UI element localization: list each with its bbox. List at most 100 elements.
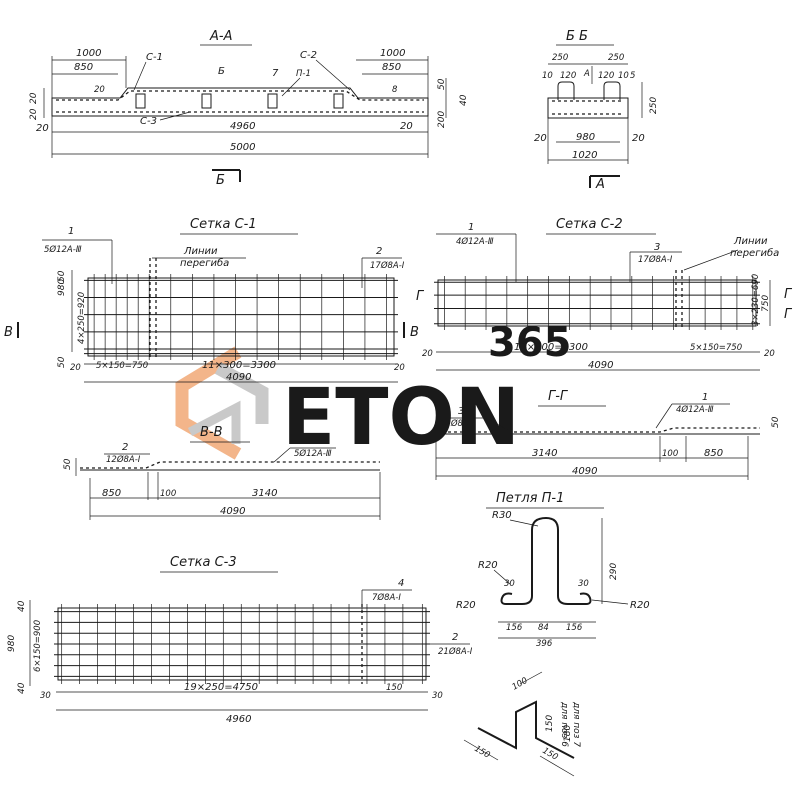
dim-bb-1020: 1020 xyxy=(572,150,597,161)
p1-r20-c-leader xyxy=(591,599,629,605)
dim-left-20a: 20 xyxy=(29,92,39,104)
gg-dim-50: 50 xyxy=(771,416,781,428)
c2-bend-1: Линии xyxy=(733,236,768,247)
p1-loop-body xyxy=(531,516,559,596)
c3-dim-left-30: 30 xyxy=(40,691,51,701)
p1-r20-a: R20 xyxy=(478,560,498,571)
vv-callout-1-text: 5Ø12А-Ⅲ xyxy=(294,448,332,459)
c2-cut-marker-bot: Г xyxy=(784,307,793,322)
c3-dim-bay: 19×250=4750 xyxy=(184,682,258,693)
vv-dim-total: 4090 xyxy=(220,506,245,517)
section-gg: Г-Г 3 12Ø8А-Ⅰ 1 4Ø12А-Ⅲ 50 3140 100 850 … xyxy=(435,389,781,480)
dim-right-40: 40 xyxy=(459,94,469,106)
c2-callout-3-num: 3 xyxy=(654,242,660,253)
dim-bb-120-right: 120 xyxy=(598,71,614,81)
vv-callout-1-leader xyxy=(273,447,291,463)
vv-callout-2-num: 2 xyxy=(122,442,128,453)
leader-c1 xyxy=(133,61,147,91)
vv-dim-850: 850 xyxy=(102,488,121,499)
gg-dim-850: 850 xyxy=(704,448,723,459)
section-bb-title: Б Б xyxy=(566,29,588,44)
c2-callout-3-text: 17Ø8А-Ⅰ xyxy=(638,254,673,265)
cut-marker-a: А xyxy=(595,177,605,192)
p1-dim-396: 396 xyxy=(536,639,553,649)
dim-1000-left: 1000 xyxy=(76,48,101,59)
c1-dim-top-50: 50 xyxy=(57,270,67,282)
dim-5000: 5000 xyxy=(230,142,255,153)
dim-bb-10-right: 10 xyxy=(618,71,629,81)
section-bb: Б Б 250 250 10 120 120 10 5 А 250 20 980… xyxy=(534,29,659,192)
dim-bb-20-left: 20 xyxy=(534,133,547,144)
section-aa: А-А 1000 850 1000 850 С-1 С-2 Б 7 П-1 xyxy=(29,29,469,188)
watermark-logo-mark xyxy=(175,346,269,460)
c2-dim-total: 4090 xyxy=(588,360,613,371)
dim-end-right-20: 20 xyxy=(400,121,413,132)
label-8: 8 xyxy=(392,85,398,95)
label-c3: С-3 xyxy=(140,116,157,127)
c2-dim-right-20: 20 xyxy=(764,349,775,359)
gg-dim-total: 4090 xyxy=(572,466,597,477)
c3-dim-top-40: 40 xyxy=(17,600,27,612)
p1-title: Петля П-1 xyxy=(496,491,564,506)
p1-r20-b: R20 xyxy=(456,600,476,611)
dim-bb-250-right: 250 xyxy=(608,53,624,63)
dim-bb-120-left: 120 xyxy=(560,71,576,81)
c1-dim-total: 4090 xyxy=(226,372,251,383)
dim-bb-980: 980 xyxy=(576,132,595,143)
c2-mesh-grid xyxy=(434,270,760,330)
dim-right-200: 200 xyxy=(437,111,447,128)
dim-1000-right: 1000 xyxy=(380,48,405,59)
vv-callout-2-text: 12Ø8А-Ⅰ xyxy=(106,454,141,465)
vv-dim-100: 100 xyxy=(160,489,176,499)
cut-marker-b: Б xyxy=(216,173,225,188)
bb-mark-a: А xyxy=(583,69,590,79)
c1-callout-2-num: 2 xyxy=(376,246,382,257)
leader-c3 xyxy=(159,111,191,121)
p1-r20-a-leader xyxy=(493,569,511,585)
leader-p1 xyxy=(281,77,301,97)
c1-dim-bay-small: 5×150=750 xyxy=(96,361,148,371)
dim-bb-10-left: 10 xyxy=(542,71,553,81)
p1-d30-right: 30 xyxy=(578,579,589,589)
c3-dim-150: 150 xyxy=(386,683,402,693)
section-aa-title: А-А xyxy=(209,29,232,44)
label-7: 7 xyxy=(272,68,279,79)
p1-r20-c: R20 xyxy=(630,600,650,611)
bent-dim-150-right-line xyxy=(539,755,575,777)
c3-dim-980: 980 xyxy=(7,635,17,652)
c1-dim-spacing: 4×250=920 xyxy=(77,292,87,344)
setka-c1: Сетка С-1 1 5Ø12А-Ⅲ Линии перегиба 2 17Ø… xyxy=(4,217,419,383)
bb-loop-right xyxy=(603,81,621,100)
section-gg-title: Г-Г xyxy=(548,389,569,404)
c3-callout-4-text: 7Ø8А-Ⅰ xyxy=(372,592,401,603)
c2-bend-2: перегиба xyxy=(730,247,779,259)
watermark-number: 365 xyxy=(488,320,572,366)
c1-mesh-frame xyxy=(87,277,395,357)
gg-dim-3140: 3140 xyxy=(532,448,557,459)
vv-bar-profile xyxy=(80,461,380,469)
setka-c3: Сетка С-3 4 7Ø8А-Ⅰ 2 21Ø8А-Ⅰ 40 980 6×15… xyxy=(7,555,473,725)
bent-note-pos6: для поз 6 xyxy=(559,701,569,747)
leader-c2 xyxy=(315,59,351,91)
c1-dim-right-20: 20 xyxy=(394,363,405,373)
c2-cut-marker-top: Г xyxy=(784,287,793,302)
c2-dim-left-20: 20 xyxy=(422,349,433,359)
loop-4 xyxy=(333,93,344,109)
c3-callout-4-num: 4 xyxy=(398,578,404,589)
c1-dim-bot-50: 50 xyxy=(57,356,67,368)
p1-dim-84: 84 xyxy=(538,623,549,633)
c1-dim-left-20: 20 xyxy=(70,363,81,373)
c1-callout-1-num: 1 xyxy=(68,226,74,237)
p1-loop-hook-right xyxy=(557,592,592,605)
mesh-c1-c2-line xyxy=(56,90,424,101)
c1-callout-2-text: 17Ø8А-Ⅰ xyxy=(370,260,405,271)
loop-3 xyxy=(267,93,278,109)
dim-right-50: 50 xyxy=(437,78,447,90)
setka-c1-title: Сетка С-1 xyxy=(190,217,257,232)
bb-loop-left xyxy=(557,81,575,100)
gg-callout-1-leader xyxy=(655,403,673,429)
bent-bar-profile xyxy=(477,700,575,759)
c3-mesh-grid xyxy=(54,604,430,684)
